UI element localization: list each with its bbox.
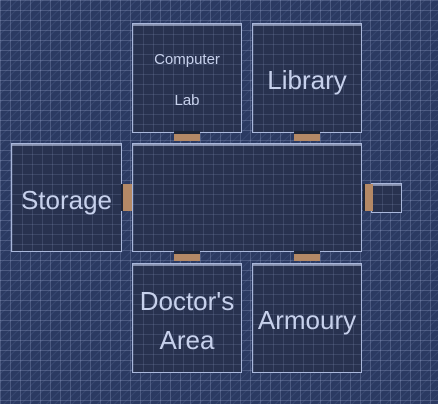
door-storage[interactable] <box>121 184 132 211</box>
room-label-armoury: Armoury <box>257 305 357 335</box>
room-storage[interactable]: Storage <box>11 143 122 252</box>
room-label-computer-lab-line1: Computer <box>154 51 220 68</box>
room-label-doctors-area-line1: Doctor's <box>139 286 235 316</box>
room-side-closet[interactable] <box>371 183 402 213</box>
door-side-closet[interactable] <box>363 184 373 211</box>
door-armoury[interactable] <box>294 251 320 261</box>
room-computer-lab[interactable]: Computer Lab <box>132 23 242 133</box>
door-doctors-area[interactable] <box>174 251 200 261</box>
room-label-doctors-area-line2: Area <box>159 325 215 355</box>
room-label-storage: Storage <box>20 185 113 215</box>
room-label-library: Library <box>267 65 347 95</box>
room-doctors-area[interactable]: Doctor's Area <box>132 263 242 373</box>
door-computer-lab[interactable] <box>174 131 200 141</box>
room-library[interactable]: Library <box>252 23 362 133</box>
room-corridor[interactable] <box>132 143 362 252</box>
room-label-computer-lab-line2: Lab <box>174 92 200 109</box>
door-library[interactable] <box>294 131 320 141</box>
room-armoury[interactable]: Armoury <box>252 263 362 373</box>
